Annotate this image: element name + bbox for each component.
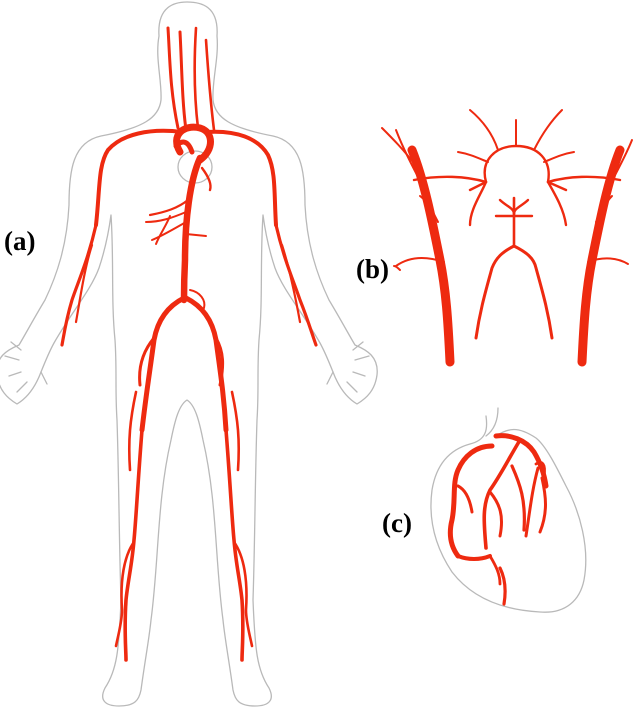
arteries-b xyxy=(382,110,632,362)
panel-b-cerebral-arteries: (b) xyxy=(356,110,632,362)
panel-label-a: (a) xyxy=(4,226,35,256)
panel-label-c: (c) xyxy=(382,508,412,538)
arteries-a xyxy=(62,28,316,660)
right-hand-fingers xyxy=(327,342,369,392)
panel-c-coronary-arteries: (c) xyxy=(382,408,586,612)
arteries-c xyxy=(450,436,546,604)
left-hand-fingers xyxy=(5,342,47,392)
panel-label-b: (b) xyxy=(356,254,389,284)
panel-a-body-circulation: (a) xyxy=(0,2,377,706)
body-outline xyxy=(0,2,377,706)
